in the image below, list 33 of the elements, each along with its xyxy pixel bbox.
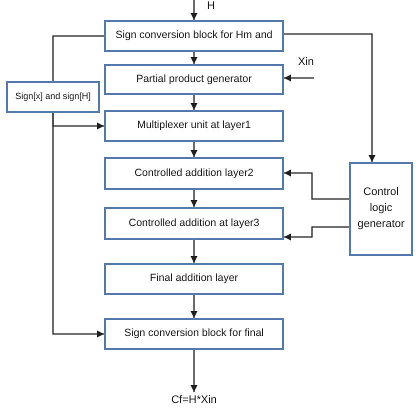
box-text: Controlled addition at layer3	[128, 216, 260, 230]
arrow	[190, 240, 198, 263]
arrow	[284, 226, 349, 240]
sign-box	[6, 81, 100, 113]
arrow	[190, 295, 198, 318]
arrow	[190, 142, 198, 157]
box-text: Controlled addition layer2	[134, 166, 254, 180]
arrow	[284, 74, 314, 82]
arrow	[284, 170, 349, 200]
process-box	[104, 20, 284, 52]
arrow	[190, 95, 198, 110]
output-text: Cf=H*Xin	[171, 394, 217, 408]
arrow	[284, 33, 376, 162]
box-text: Sign[x] and sign[H]	[15, 91, 91, 103]
arrow	[190, 0, 198, 20]
box-text: Sign conversion block for Hm and	[116, 29, 272, 43]
box-text: Partial product generator	[136, 72, 252, 86]
arrow	[190, 190, 198, 207]
connector-line	[52, 35, 104, 81]
process-box	[104, 207, 284, 240]
box-text: Final addition layer	[150, 272, 238, 286]
process-box	[104, 318, 284, 350]
process-box	[104, 110, 284, 142]
control-box	[349, 162, 413, 256]
arrow	[190, 52, 198, 64]
arrow	[52, 113, 104, 338]
box-text: Sign conversion block for final	[124, 327, 264, 341]
process-box	[104, 263, 284, 295]
box-text: Control logic generator	[356, 185, 406, 232]
process-box	[104, 157, 284, 190]
box-text: Multiplexer unit at layer1	[137, 119, 251, 133]
process-box	[104, 64, 284, 95]
arrow	[190, 350, 198, 392]
